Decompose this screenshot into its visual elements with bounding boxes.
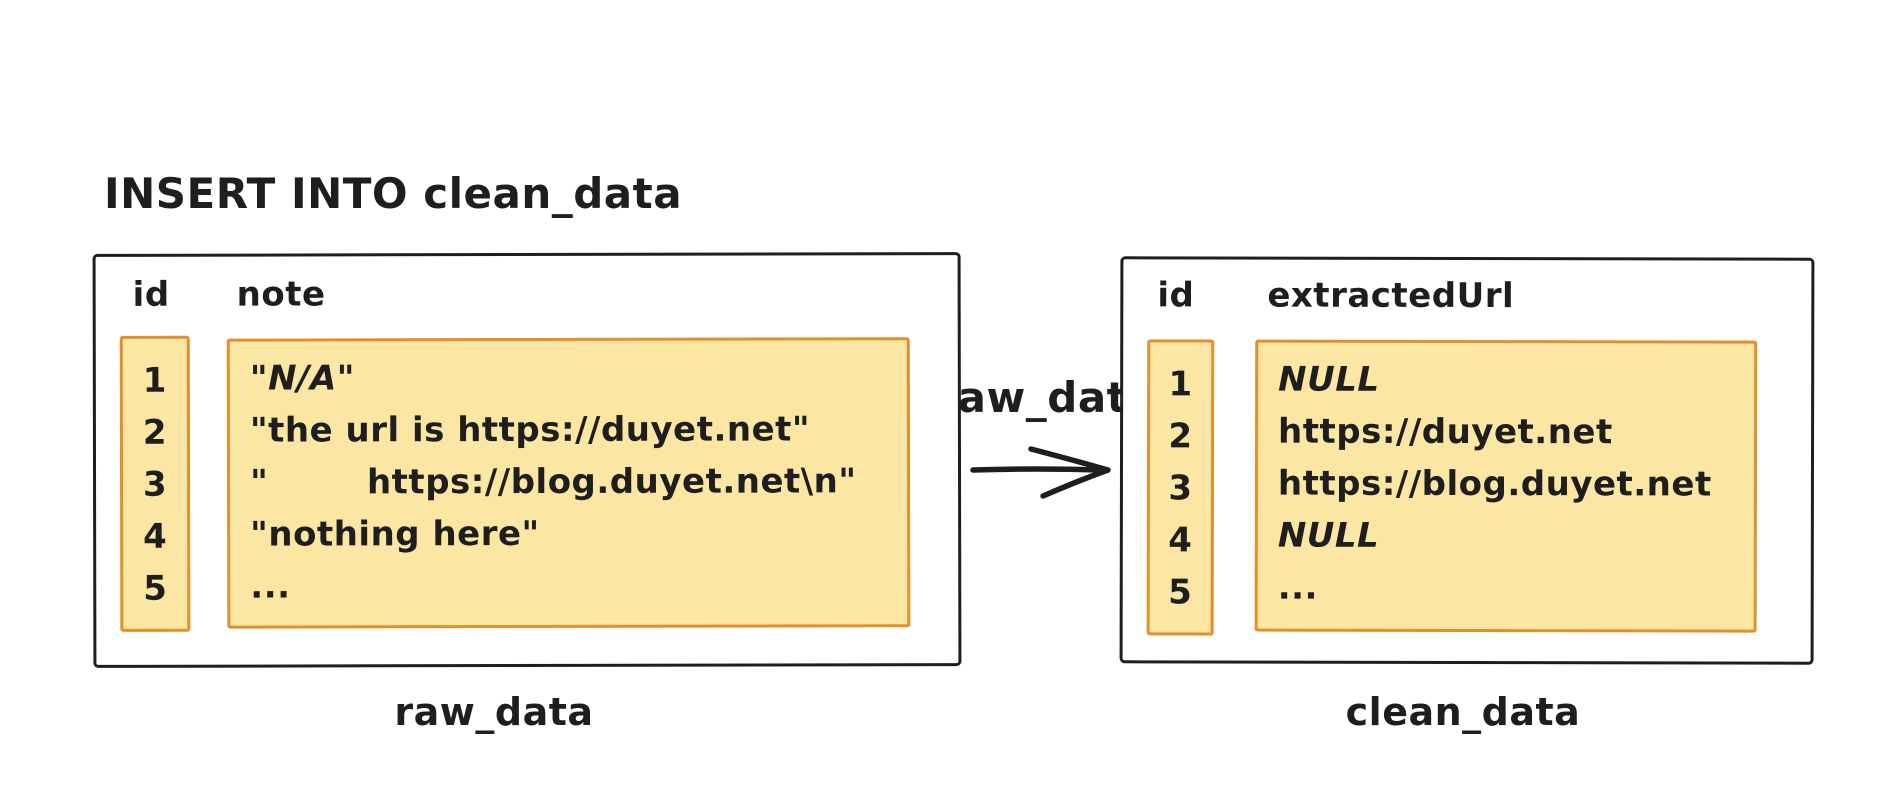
clean-url-cell: ... <box>1277 567 1319 608</box>
raw-id-column: 1 2 3 4 5 <box>119 335 191 632</box>
clean-url-cell: NULL <box>1277 515 1380 556</box>
raw-table-label: raw_data <box>394 690 594 734</box>
clean-url-cell: https://duyet.net <box>1278 411 1613 453</box>
clean-url-cell: NULL <box>1278 359 1380 400</box>
raw-id-cell: 1 <box>142 360 167 401</box>
raw-note-cell: " https://blog.duyet.net\n" <box>250 461 857 503</box>
clean-header-id: id <box>1157 275 1195 316</box>
clean-table-label: clean_data <box>1345 690 1581 734</box>
sql-line-1: INSERT INTO clean_data <box>104 169 683 218</box>
raw-data-table: id note 1 2 3 4 5 "N/A" "the url is http… <box>92 252 962 668</box>
clean-id-cell: 2 <box>1168 416 1193 457</box>
clean-id-cell: 1 <box>1168 364 1193 405</box>
clean-data-table: id extractedUrl 1 2 3 4 5 NULL https://d… <box>1119 256 1815 665</box>
raw-note-cell: ... <box>250 566 291 607</box>
raw-note-cell: "the url is https://duyet.net" <box>249 409 811 451</box>
clean-header-extractedurl: extractedUrl <box>1267 275 1515 317</box>
raw-header-id: id <box>132 274 170 315</box>
transform-arrow-icon <box>970 446 1111 499</box>
raw-id-cell: 3 <box>142 464 168 505</box>
clean-id-cell: 3 <box>1168 468 1193 509</box>
raw-id-cell: 4 <box>143 516 168 557</box>
clean-id-cell: 4 <box>1168 520 1193 561</box>
clean-id-column: 1 2 3 4 5 <box>1146 339 1215 636</box>
clean-id-cell: 5 <box>1168 572 1193 613</box>
clean-url-column: NULL https://duyet.net https://blog.duye… <box>1254 339 1758 633</box>
raw-id-cell: 2 <box>142 412 168 453</box>
raw-header-note: note <box>236 274 326 315</box>
clean-url-cell: https://blog.duyet.net <box>1277 463 1712 505</box>
raw-note-cell: "nothing here" <box>250 513 540 555</box>
raw-note-cell: "N/A" <box>249 358 355 399</box>
raw-id-cell: 5 <box>143 568 168 609</box>
raw-note-column: "N/A" "the url is https://duyet.net" " h… <box>226 337 911 629</box>
